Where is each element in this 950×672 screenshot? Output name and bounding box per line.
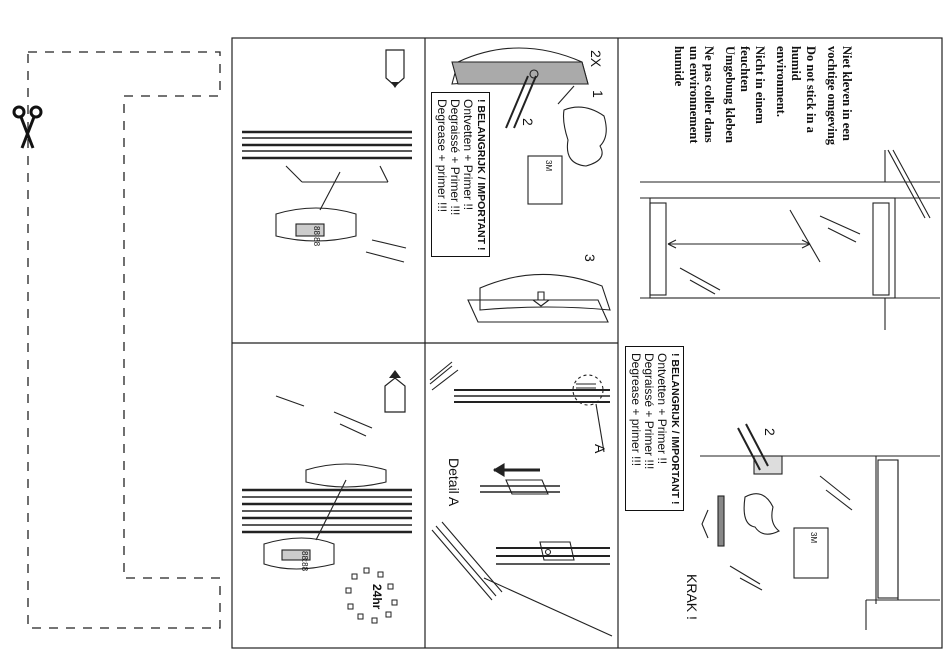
tape-brand-label: 3M — [544, 160, 553, 172]
hours-label: 24hr — [370, 584, 384, 610]
panel-grid — [231, 37, 943, 649]
important-box-middle: ! BELANGRIJK / IMPORTANT ! Ontvetten + P… — [431, 92, 490, 258]
rail-mount-illustration — [242, 130, 412, 263]
count-label: 2X — [588, 50, 604, 68]
step-2b-label: 2 — [762, 428, 778, 436]
marker-a-label: A — [592, 444, 608, 454]
detail-a-illustration — [429, 361, 613, 637]
step-2-label: 2 — [520, 118, 536, 126]
window-illustration-top — [640, 149, 940, 330]
scissors-icon — [12, 105, 43, 149]
step-3-label: 3 — [582, 254, 598, 262]
cleaning-steps-illustration — [451, 47, 611, 323]
display-label: 88:88 — [312, 226, 321, 247]
step-1-label: 1 — [590, 90, 606, 98]
display-label-2: 88:88 — [300, 551, 309, 572]
tape-brand-label-2: 3M — [809, 532, 818, 544]
clock-24hr-icon — [345, 567, 398, 624]
arrow-up-icon — [384, 370, 406, 413]
final-mount-illustration — [242, 395, 412, 570]
window-illustration-bottom — [700, 423, 940, 630]
warning-text: Niet kleven in een vochtige omgeving Do … — [672, 46, 854, 145]
important-box-right: ! BELANGRIJK / IMPORTANT ! Ontvetten + P… — [625, 346, 684, 512]
krak-label: KRAK ! — [684, 574, 700, 620]
arrow-down-icon — [385, 49, 405, 88]
detail-a-label: Detail A — [446, 458, 462, 507]
cut-line — [27, 51, 221, 629]
